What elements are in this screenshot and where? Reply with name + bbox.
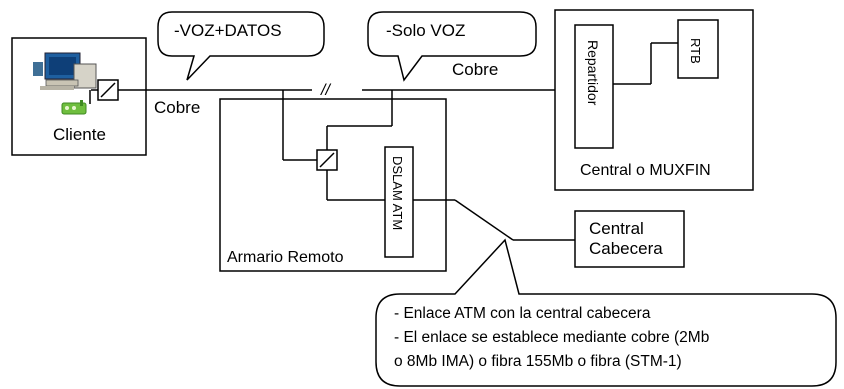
callout-solo-voz [367,11,537,82]
callout-solo-voz-text: -Solo VOZ [386,21,465,40]
repartidor-box [574,24,614,149]
modem-icon [61,100,87,115]
callout-atm-line3: o 8Mb IMA) o fibra 155Mb o fibra (STM-1) [394,353,682,370]
central-mux-label: Central o MUXFIN [580,162,711,179]
computer-icon [33,52,97,90]
callout-atm-line1: - Enlace ATM con la central cabecera [394,305,651,322]
dslam-box [384,146,414,258]
central-cabecera-line1: Central [589,219,644,238]
callout-atm-line2: - El enlace se establece mediante cobre … [394,329,709,346]
repartidor-label: Repartidor [585,40,601,106]
dslam-label: DSLAM ATM [390,156,405,230]
rtb-box [677,19,719,79]
callout-voz-datos-text: -VOZ+DATOS [174,21,282,40]
armario-box [219,98,447,272]
callout-atm-link [375,238,837,387]
cobre-right-label: Cobre [452,60,498,79]
cobre-left-label: Cobre [154,98,200,117]
copper-break-mark: // [320,82,331,99]
rtb-label: RTB [688,38,703,64]
central-cabecera-line2: Cabecera [589,239,663,258]
callout-voz-datos [157,11,325,81]
armario-label: Armario Remoto [227,249,344,266]
cliente-label: Cliente [53,125,106,144]
central-cabecera-box [574,210,685,268]
